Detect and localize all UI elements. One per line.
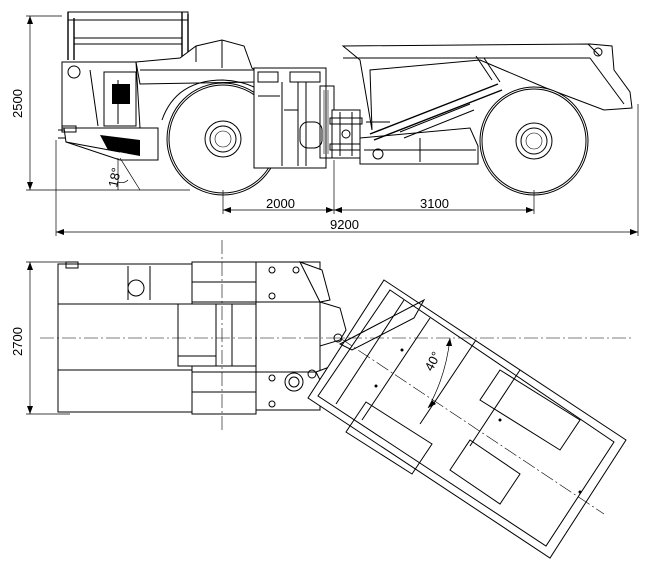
height-dimension: 2500 <box>10 15 190 191</box>
bucket-top <box>307 279 627 559</box>
top-view: 2700 <box>10 240 632 559</box>
front-frame <box>359 83 503 165</box>
articulation-joint <box>329 109 363 159</box>
engine-hood <box>135 39 259 85</box>
center-body <box>253 67 335 169</box>
width-label: 2700 <box>10 327 25 356</box>
wheelbase-front-label: 2000 <box>266 196 295 211</box>
rear-frame-top <box>57 261 193 413</box>
rear-frame <box>58 61 159 161</box>
height-label: 2500 <box>10 89 25 118</box>
center-body-top <box>177 261 331 411</box>
canopy <box>67 11 189 62</box>
angle-dimension: 18° <box>105 157 141 191</box>
bucket-side <box>341 43 633 131</box>
length-dimension: 9200 <box>56 217 638 235</box>
width-dimension: 2700 <box>10 261 70 415</box>
angle-label: 18° <box>105 166 124 188</box>
wheelbase-rear-label: 3100 <box>420 196 449 211</box>
side-view: 2500 18° 2000 3100 9200 <box>10 11 639 236</box>
rear-wheel <box>479 86 589 196</box>
overall-length-label: 9200 <box>330 217 359 232</box>
wheelbase-dimension: 2000 3100 <box>223 196 534 213</box>
